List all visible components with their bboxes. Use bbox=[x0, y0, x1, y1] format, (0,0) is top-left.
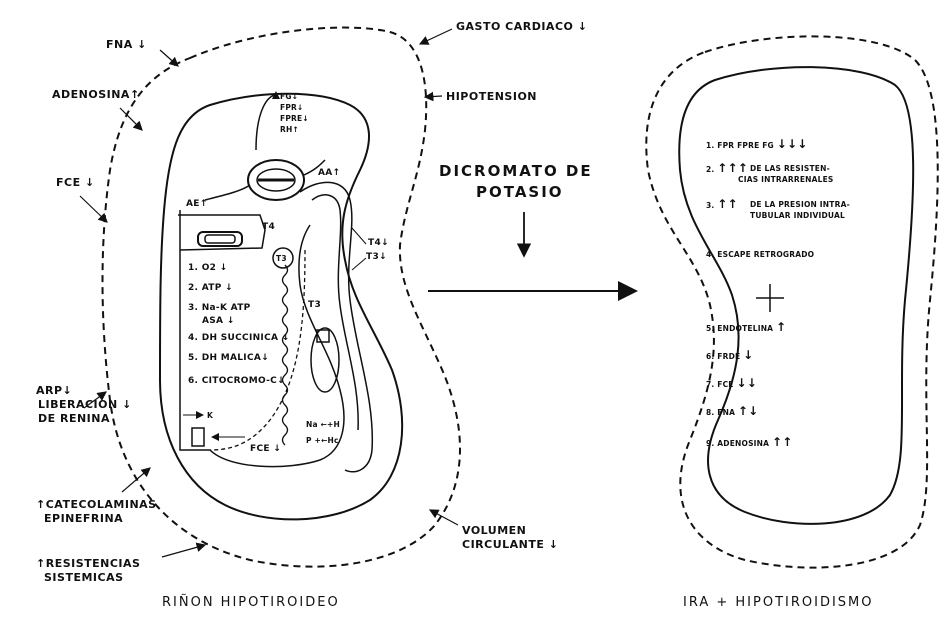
cell-item-4: 4. DH SUCCINICA ↓ bbox=[188, 333, 290, 344]
right-item-8: 8. FNA ↑↓ bbox=[706, 407, 758, 417]
cell-item-6: 6. CITOCROMO-C↓ bbox=[188, 376, 285, 387]
cell-item-3b: ASA ↓ bbox=[202, 316, 235, 327]
label-epinefrina: EPINEFRINA bbox=[44, 512, 123, 525]
t4-pointer bbox=[352, 228, 366, 244]
label-fg: FG↓ bbox=[280, 92, 298, 101]
label-liberacion: LIBERACION ↓ bbox=[38, 398, 132, 411]
glomerulus-loop bbox=[256, 95, 276, 150]
right-item-9: 9. ADENOSINA ↑↑ bbox=[706, 438, 793, 448]
wavy-tubule bbox=[283, 265, 288, 445]
catecolaminas-pointer bbox=[122, 468, 150, 492]
right-kidney-inner-outline bbox=[679, 67, 913, 524]
label-fpr: FPR↓ bbox=[280, 103, 303, 112]
label-na: Na ←+H bbox=[306, 420, 340, 429]
k-box bbox=[192, 428, 204, 446]
label-sistemicas: SISTEMICAS bbox=[44, 571, 124, 584]
label-fna: FNA ↓ bbox=[106, 38, 147, 51]
label-resistencias: ↑RESISTENCIAS bbox=[36, 557, 140, 570]
cell-item-2: 2. ATP ↓ bbox=[188, 283, 233, 294]
label-k: K bbox=[207, 411, 213, 420]
resistencias-pointer bbox=[162, 545, 205, 557]
center-title-line2: POTASIO bbox=[476, 183, 564, 202]
label-adenosina: ADENOSINA↑ bbox=[52, 88, 140, 101]
label-ae: AE↑ bbox=[186, 199, 208, 210]
label-de-renina: DE RENINA bbox=[38, 412, 110, 425]
fce-pointer bbox=[80, 196, 107, 222]
collecting-duct bbox=[311, 328, 339, 392]
right-caption: IRA + HIPOTIROIDISMO bbox=[683, 596, 874, 609]
right-item-2-line2: CIAS INTRARRENALES bbox=[738, 175, 834, 184]
label-t3-lower: T3 bbox=[308, 300, 321, 311]
center-title-line1: DICROMATO DE bbox=[439, 162, 593, 181]
label-t3-inner: T3 bbox=[276, 254, 287, 263]
right-item-1: 1. FPR FPRE FG ↓↓↓ bbox=[706, 140, 807, 150]
gasto-pointer bbox=[420, 29, 452, 44]
dashed-flow bbox=[210, 250, 305, 450]
label-arp: ARP↓ bbox=[36, 384, 72, 397]
label-fce: FCE ↓ bbox=[56, 176, 95, 189]
right-item-3-line2: TUBULAR INDIVIDUAL bbox=[750, 211, 845, 220]
volumen-pointer bbox=[430, 510, 458, 525]
label-p: P +←Hc bbox=[306, 436, 339, 445]
t3-pointer bbox=[352, 258, 366, 270]
cell-item-5: 5. DH MALICA↓ bbox=[188, 353, 269, 364]
label-fpre: FPRE↓ bbox=[280, 114, 309, 123]
label-fce-inner: FCE ↓ bbox=[250, 444, 281, 455]
label-t3-outer: T3↓ bbox=[366, 252, 387, 263]
fna-pointer bbox=[160, 50, 178, 66]
adenosina-pointer bbox=[120, 108, 142, 130]
right-item-2-line1: DE LAS RESISTEN- bbox=[750, 164, 830, 173]
right-item-4: 4. ESCAPE RETROGRADO bbox=[706, 250, 814, 259]
right-item-5: 5. ENDOTELINA ↑ bbox=[706, 323, 786, 333]
right-item-3-line1: DE LA PRESION INTRA- bbox=[750, 200, 850, 209]
left-caption: RIÑON HIPOTIROIDEO bbox=[162, 596, 340, 609]
cell-item-3: 3. Na-K ATP bbox=[188, 303, 251, 314]
efferent-vessel bbox=[205, 185, 250, 200]
label-t4-inner: T4 bbox=[262, 222, 275, 233]
label-hipotension: HIPOTENSION bbox=[446, 90, 537, 103]
cell-item-1: 1. O2 ↓ bbox=[188, 263, 228, 274]
label-catecolaminas: ↑CATECOLAMINAS bbox=[36, 498, 157, 511]
label-t4-outer: T4↓ bbox=[368, 238, 389, 249]
right-item-7: 7. FCE ↓↓ bbox=[706, 379, 757, 389]
right-item-3-num: 3. ↑↑ bbox=[706, 200, 738, 210]
label-circulante: CIRCULANTE ↓ bbox=[462, 538, 558, 551]
hipotension-pointer bbox=[425, 96, 442, 97]
label-gasto-cardiaco: GASTO CARDIACO ↓ bbox=[456, 20, 587, 33]
label-volumen: VOLUMEN bbox=[462, 524, 526, 537]
right-item-6: 6. FRDE ↓ bbox=[706, 351, 753, 361]
label-rh: RH↑ bbox=[280, 125, 299, 134]
cell-rect-inner bbox=[205, 235, 235, 243]
label-aa: AA↑ bbox=[318, 168, 340, 179]
right-item-2-num: 2. ↑↑↑ bbox=[706, 164, 748, 174]
